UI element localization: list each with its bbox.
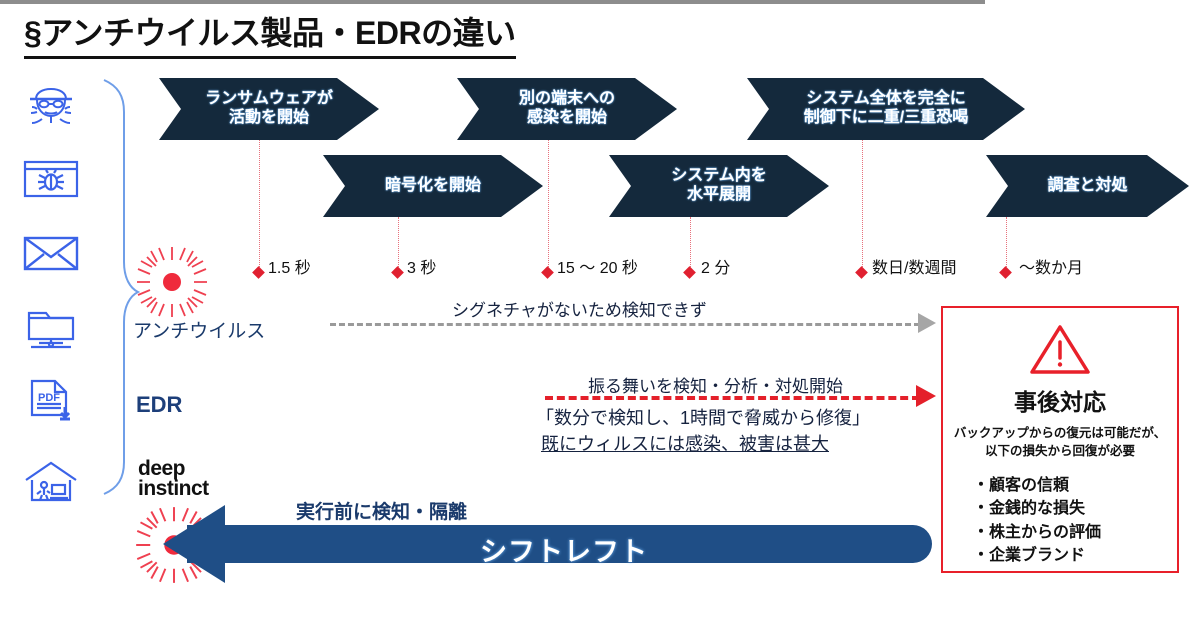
logo-line-2: instinct [138, 476, 209, 500]
stage-line: 感染を開始 [526, 109, 607, 126]
tick-stem [398, 217, 399, 271]
antivirus-note: シグネチャがないため検知できず [452, 301, 707, 320]
network-folder-icon [20, 296, 82, 358]
tick-marker [999, 266, 1012, 279]
antivirus-dashed-line [330, 323, 920, 326]
warning-triangle-icon [1028, 322, 1092, 381]
edr-note: 振る舞いを検知・分析・対処開始 [588, 377, 843, 396]
left-bracket [96, 78, 141, 503]
tick-stem [862, 140, 863, 271]
alert-loss-list: 顧客の信頼 金銭的な損失 株主からの評価 企業ブランド [973, 474, 1101, 567]
list-item: 顧客の信頼 [973, 474, 1101, 497]
stage-encryption: 暗号化を開始 [323, 155, 543, 217]
list-item: 企業ブランド [973, 544, 1101, 567]
edr-dashed-line [545, 396, 920, 400]
stage-investigate: 調査と対処 [986, 155, 1189, 217]
svg-text:PDF: PDF [38, 392, 60, 404]
antivirus-arrow-head-icon [918, 313, 936, 333]
bug-window-icon [20, 148, 82, 210]
stage-line: 水平展開 [686, 186, 751, 203]
stage-line: システム内を [671, 167, 767, 185]
post-incident-alert-box: 事後対応 バックアップからの復元は可能だが、 以下の損失から回復が必要 顧客の信… [941, 306, 1179, 573]
list-item: 株主からの評価 [973, 521, 1101, 544]
alert-subtitle-line1: バックアップからの復元は可能だが、 [953, 426, 1167, 440]
shift-left-bar [187, 525, 932, 563]
antivirus-row-label: アンチウイルス [133, 321, 266, 342]
edr-detail-underline: 既にウィルスには感染、被害は甚大 [541, 434, 829, 454]
timeline-axis [0, 0, 985, 4]
shift-left-label: シフトレフト [480, 537, 648, 567]
timeline-label: 数日/数週間 [872, 260, 957, 277]
timeline-label: 〜数か月 [1019, 260, 1084, 277]
tick-marker [683, 266, 696, 279]
tick-marker [252, 266, 265, 279]
stage-line: 調査と対処 [1047, 176, 1128, 194]
tick-marker [391, 266, 404, 279]
stage-lateral-movement: システム内を 水平展開 [609, 155, 829, 217]
edr-arrow-head-icon [916, 385, 936, 407]
tick-stem [548, 140, 549, 271]
list-item: 金銭的な損失 [973, 497, 1101, 520]
email-icon [20, 222, 82, 284]
antivirus-burst-icon [135, 245, 209, 324]
shift-left-caption: 実行前に検知・隔離 [296, 502, 468, 523]
hacker-icon [20, 75, 82, 137]
timeline-label: 1.5 秒 [268, 260, 311, 277]
stage-lateral-infection: 別の端末への 感染を開始 [457, 78, 677, 140]
tick-marker [855, 266, 868, 279]
pdf-download-icon: PDF [20, 370, 82, 432]
stage-full-control: システム全体を完全に 制御下に二重/三重恐喝 [747, 78, 1025, 140]
logo-line-1: deep [138, 457, 186, 480]
stage-line: 活動を開始 [228, 109, 309, 126]
alert-subtitle-line2: 以下の損失から回復が必要 [984, 444, 1135, 459]
tick-stem [259, 140, 260, 271]
page-title: §アンチウイルス製品・EDRの違い [24, 8, 516, 59]
stage-line: 別の端末への [518, 90, 615, 108]
alert-subtitle: バックアップからの復元は可能だが、 以下の損失から回復が必要 [954, 424, 1166, 460]
work-from-home-icon [20, 450, 82, 512]
timeline-label: 15 〜 20 秒 [557, 260, 638, 277]
deep-instinct-logo: deep instinct [138, 457, 209, 500]
timeline-label: 3 秒 [407, 260, 437, 277]
tick-marker [541, 266, 554, 279]
tick-stem [690, 217, 691, 271]
tick-stem [1006, 217, 1007, 271]
stage-line: ランサムウェアが [205, 90, 333, 108]
stage-line: システム全体を完全に [806, 90, 966, 108]
stage-line: 暗号化を開始 [384, 176, 481, 194]
edr-row-label: EDR [136, 392, 183, 417]
edr-detail-quote: 「数分で検知し、1時間で脅威から修復」 [536, 408, 871, 428]
timeline-label: 2 分 [701, 260, 731, 277]
stage-line: 制御下に二重/三重恐喝 [803, 109, 969, 126]
alert-title: 事後対応 [1014, 389, 1106, 415]
stage-ransomware: ランサムウェアが 活動を開始 [159, 78, 379, 140]
